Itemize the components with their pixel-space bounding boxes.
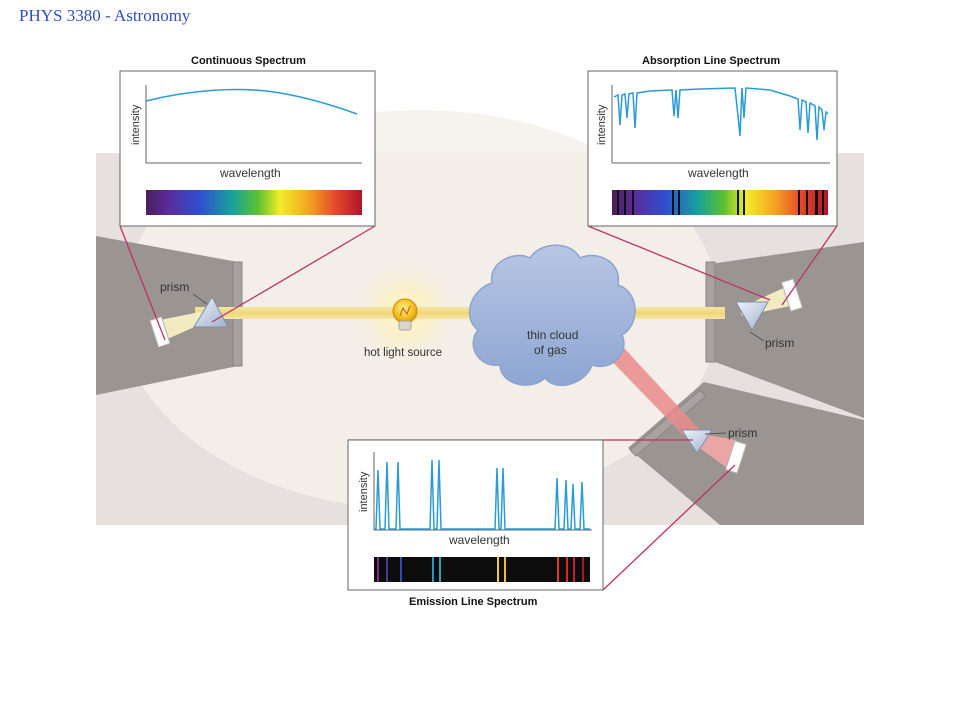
light-source-label: hot light source bbox=[364, 347, 442, 359]
left-prism-pointer bbox=[192, 293, 208, 305]
absorption-ylabel: intensity bbox=[596, 104, 608, 145]
continuous-title: Continuous Spectrum bbox=[191, 55, 306, 67]
emission-spectrum-bar bbox=[374, 557, 590, 582]
lower-prism bbox=[681, 429, 713, 454]
continuous-curve bbox=[145, 88, 358, 115]
absorption-curve bbox=[613, 87, 829, 141]
absorption-title: Absorption Line Spectrum bbox=[642, 55, 780, 67]
continuous-spectrum-panel: Continuous Spectrum intensity wavelength bbox=[119, 55, 376, 227]
lower-prism-label: prism bbox=[728, 426, 757, 440]
right-detector bbox=[781, 278, 803, 312]
course-title: PHYS 3380 - Astronomy bbox=[19, 6, 191, 25]
continuous-spectrum-bar bbox=[146, 190, 362, 215]
left-shadow bbox=[96, 236, 238, 395]
lower-detector bbox=[725, 440, 747, 474]
lower-prism-pointer bbox=[704, 432, 727, 435]
absorption-lines bbox=[617, 190, 824, 215]
absorption-spectrum-panel: Absorption Line Spectrum intensity wavel… bbox=[587, 55, 838, 227]
absorption-spectrum-bar bbox=[612, 190, 828, 215]
emission-title: Emission Line Spectrum bbox=[409, 596, 538, 608]
emission-xlabel: wavelength bbox=[448, 533, 510, 547]
continuous-xlabel: wavelength bbox=[219, 166, 281, 180]
right-shadow bbox=[710, 242, 864, 418]
cloud-label-line1: thin cloud bbox=[527, 328, 578, 342]
right-prism-pointer bbox=[749, 331, 765, 342]
right-prism bbox=[735, 301, 769, 332]
emission-spectrum-panel: intensity wavelength Emission Line Spect… bbox=[347, 439, 604, 608]
emission-beam bbox=[596, 335, 700, 440]
connector-lines bbox=[119, 225, 838, 591]
emission-ylabel: intensity bbox=[358, 471, 370, 512]
left-prism-label: prism bbox=[160, 280, 189, 294]
gas-cloud bbox=[468, 244, 636, 387]
emission-lines bbox=[377, 557, 584, 582]
absorption-xlabel: wavelength bbox=[687, 166, 749, 180]
right-prism-label: prism bbox=[765, 336, 794, 350]
left-prism bbox=[193, 295, 229, 328]
main-beam bbox=[195, 307, 725, 319]
cloud-label-line2: of gas bbox=[534, 343, 567, 357]
emission-curve bbox=[374, 459, 590, 530]
continuous-ylabel: intensity bbox=[130, 104, 142, 145]
light-bulb-icon bbox=[392, 298, 418, 331]
